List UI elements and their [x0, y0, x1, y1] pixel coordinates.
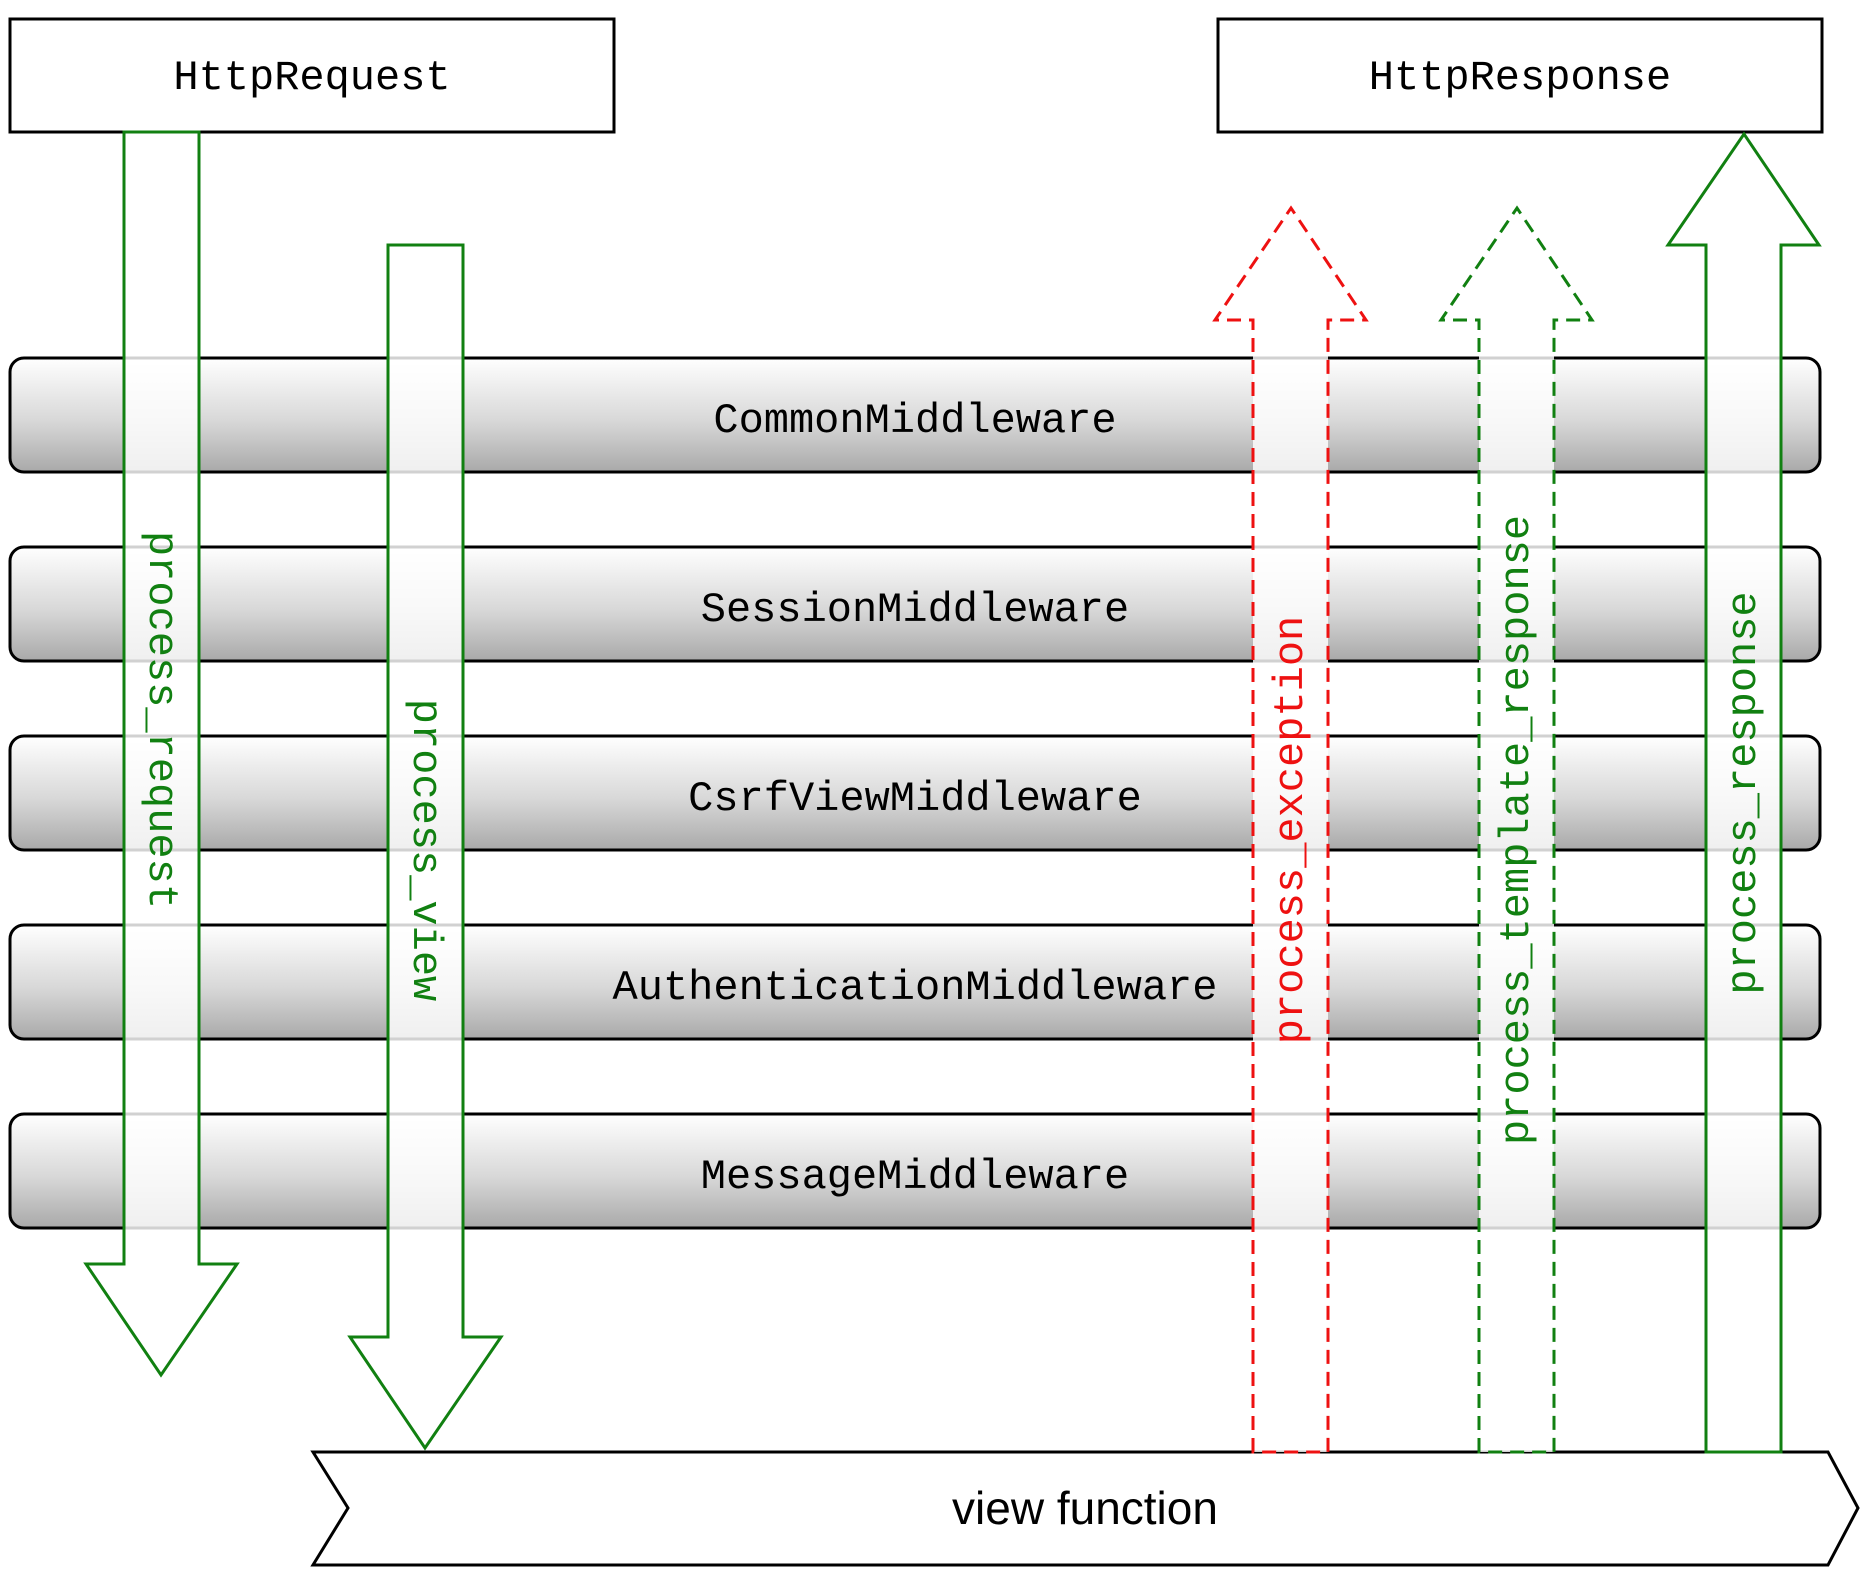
- view-function-label: view function: [952, 1482, 1218, 1534]
- view-function-banner: view function: [310, 1450, 1860, 1567]
- process-exception-label: process_exception: [1267, 616, 1315, 1044]
- process-response-label: process_response: [1720, 591, 1768, 994]
- http-request-label: HttpRequest: [173, 54, 450, 102]
- process-request-arrow: process_request: [83, 130, 240, 1378]
- http-response-label: HttpResponse: [1369, 54, 1671, 102]
- process-template-response-label: process_template_response: [1493, 515, 1541, 1145]
- process-response-arrow: process_response: [1665, 131, 1822, 1454]
- middleware-label: CommonMiddleware: [713, 397, 1116, 445]
- process-template-response-arrow: process_template_response: [1438, 205, 1595, 1454]
- process-view-arrow: process_view: [347, 243, 504, 1451]
- middleware-label: CsrfViewMiddleware: [688, 775, 1142, 823]
- middleware-label: AuthenticationMiddleware: [613, 964, 1218, 1012]
- http-response-box: HttpResponse: [1216, 17, 1824, 134]
- middleware-label: MessageMiddleware: [701, 1153, 1129, 1201]
- process-request-label: process_request: [137, 531, 185, 909]
- middleware-label: SessionMiddleware: [701, 586, 1129, 634]
- http-request-box: HttpRequest: [8, 17, 616, 134]
- process-view-label: process_view: [401, 699, 449, 1001]
- process-exception-arrow: process_exception: [1212, 205, 1369, 1454]
